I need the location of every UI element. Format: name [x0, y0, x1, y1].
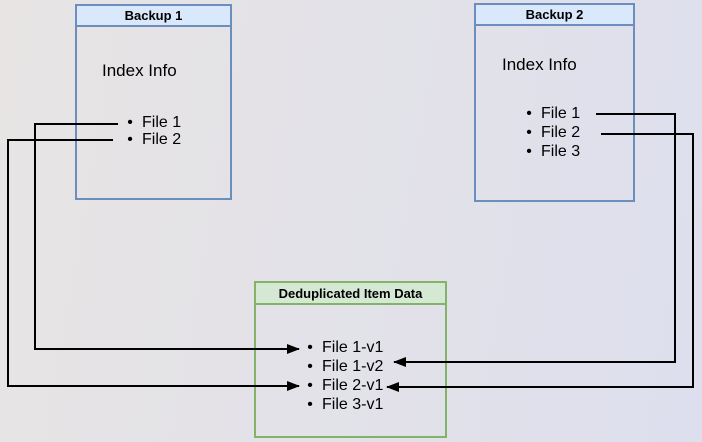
list-item: • File 1	[124, 114, 181, 131]
list-item: • File 3-v1	[304, 395, 383, 414]
bullet-icon: •	[526, 104, 532, 122]
dedup-box: Deduplicated Item Data • File 1-v1 • File …	[254, 281, 447, 438]
dedup-item-file1-v1: File 1-v1	[322, 338, 384, 356]
list-item: • File 3	[523, 142, 580, 161]
bullet-icon: •	[307, 338, 313, 356]
list-item: • File 2-v1	[304, 376, 383, 395]
dedup-item-list: • File 1-v1 • File 1-v2 • File 2-v1 • File 3…	[304, 338, 383, 414]
list-item: • File 2	[523, 123, 580, 142]
backup2-title: Backup 2	[476, 5, 633, 26]
backup2-file-3: File 3	[541, 142, 581, 160]
list-item: • File 1-v2	[304, 357, 383, 376]
dedup-item-file1-v2: File 1-v2	[322, 357, 384, 375]
backup2-file-2: File 2	[541, 123, 581, 141]
bullet-icon: •	[526, 142, 532, 160]
dedup-title: Deduplicated Item Data	[256, 283, 445, 305]
list-item: • File 1-v1	[304, 338, 383, 357]
backup2-index-info-label: Index Info	[502, 55, 577, 74]
dedup-item-file2-v1: File 2-v1	[322, 376, 384, 394]
backup1-file-2: File 2	[142, 130, 182, 148]
bullet-icon: •	[307, 395, 313, 413]
bullet-icon: •	[307, 376, 313, 394]
backup1-index-info-label: Index Info	[102, 61, 177, 80]
list-item: • File 2	[124, 131, 181, 148]
bullet-icon: •	[127, 113, 133, 131]
backup1-file-list: • File 1 • File 2	[124, 114, 181, 148]
dedup-item-file3-v1: File 3-v1	[322, 395, 384, 413]
backup1-title: Backup 1	[77, 6, 230, 27]
backup2-file-1: File 1	[541, 104, 581, 122]
bullet-icon: •	[127, 130, 133, 148]
bullet-icon: •	[307, 357, 313, 375]
list-item: • File 1	[523, 104, 580, 123]
backup2-file-list: • File 1 • File 2 • File 3	[523, 104, 580, 161]
backup1-file-1: File 1	[142, 113, 182, 131]
backup2-box: Backup 2 Index Info • File 1 • File 2 • Fil…	[474, 3, 635, 202]
bullet-icon: •	[526, 123, 532, 141]
backup1-box: Backup 1 Index Info • File 1 • File 2	[75, 4, 232, 200]
